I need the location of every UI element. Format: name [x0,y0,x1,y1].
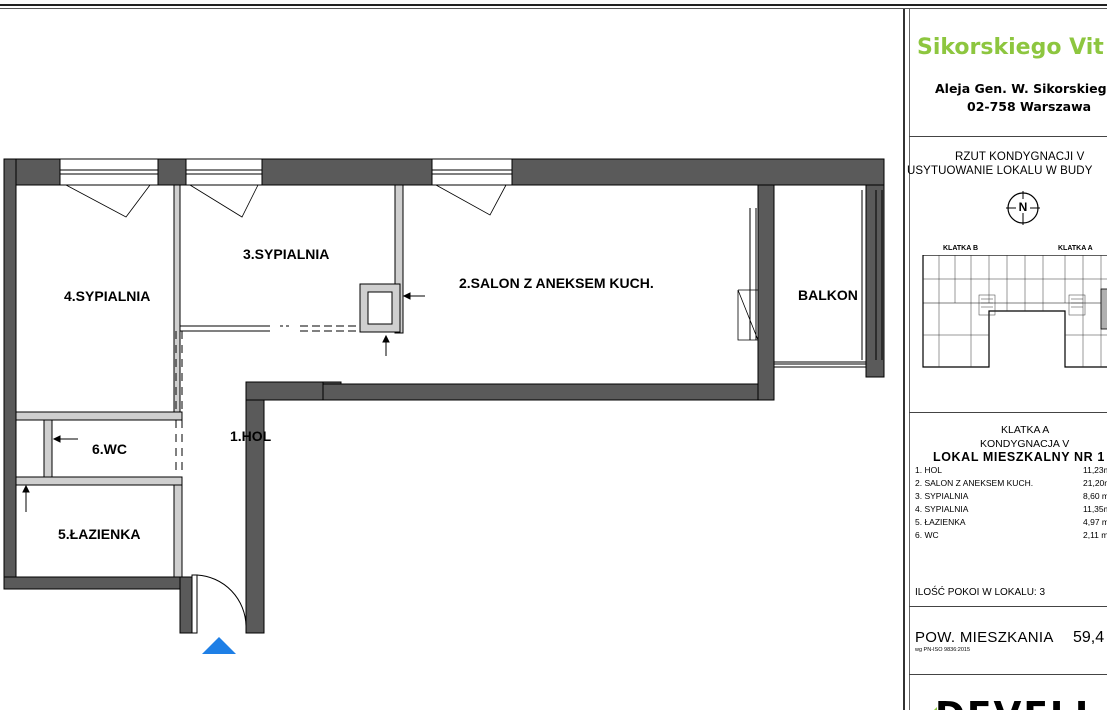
area-norm: wg PN-ISO 9836:2015 [915,647,971,653]
wall-top-mid2 [261,158,433,186]
stair-a-label: KLATKA A [1058,245,1093,252]
wall-wc-bottom [15,476,183,486]
divider [909,606,1107,607]
apartment-title: LOKAL MIESZKALNY NR 1 [933,450,1105,464]
address-line-2: 02-758 Warszawa [967,99,1092,114]
wall-hall-right [245,383,341,634]
wall-bedroom4-right [173,184,181,413]
divider [909,136,1107,137]
wall-top-mid1 [157,158,187,186]
wall-balcony-right [865,184,885,378]
window-3 [431,158,513,186]
rooms-count: ILOŚĆ POKOI W LOKALU: 3 [915,587,1046,598]
area-label: POW. MIESZKANIA [915,629,1054,646]
address-line-1: Aleja Gen. W. Sikorskiego [935,81,1107,96]
window-1 [59,158,159,186]
svg-text:N: N [1019,200,1028,214]
list-item: 2. SALON Z ANEKSEM KUCH.21,20m [915,478,1107,488]
wall-door-left [179,576,193,634]
area-value: 59,4 [1073,629,1105,646]
plan-caption-line-2: USYTUOWANIE LOKALU W BUDY [907,165,1093,177]
label-room-3: 3.SYPIALNIA [243,246,329,262]
top-frame-line [0,4,1107,6]
window-2 [185,158,263,186]
section-stair: KLATKA A [1001,424,1050,436]
stair-b-label: KLATKA B [943,245,978,252]
entrance-marker-icon [202,637,236,654]
wall-bath-right [173,484,183,578]
label-room-2: 2.SALON Z ANEKSEM KUCH. [459,275,654,291]
north-arrow-icon: N [1006,191,1040,225]
floor-plan: 3.SYPIALNIA 2.SALON Z ANEKSEM KUCH. 4.SY… [3,158,885,654]
top-frame-line-inner [0,8,1107,9]
project-brand: Sikorskiego Vit [917,35,1104,60]
section-floor: KONDYGNACJA V [980,438,1070,450]
wall-top-right [511,158,885,186]
divider [909,674,1107,675]
label-room-4: 4.SYPIALNIA [64,288,150,304]
wall-wc-left [43,419,53,478]
shaft-inner [367,291,393,325]
divider [909,412,1107,413]
plan-caption-line-1: RZUT KONDYGNACJI V [955,151,1085,163]
label-balcony: BALKON [798,287,858,303]
sidebar-inner-line [909,9,910,710]
label-room-6: 6.WC [92,441,127,457]
wall-bedroom3-right [394,184,404,334]
label-room-1: 1.HOL [230,428,272,444]
wall-bottom-left [3,576,193,590]
wall-salon-bottom [322,383,774,401]
developer-logo: DEVELI [935,695,1090,710]
wall-left [3,158,17,590]
building-location-plan [922,255,1107,368]
developer-logo-mark-icon [934,707,937,710]
wall-salon-right [757,184,775,401]
wall-wc-top [15,411,183,421]
info-sidebar: Sikorskiego Vit Aleja Gen. W. Sikorskieg… [903,9,1107,710]
label-room-5: 5.ŁAZIENKA [58,526,140,542]
